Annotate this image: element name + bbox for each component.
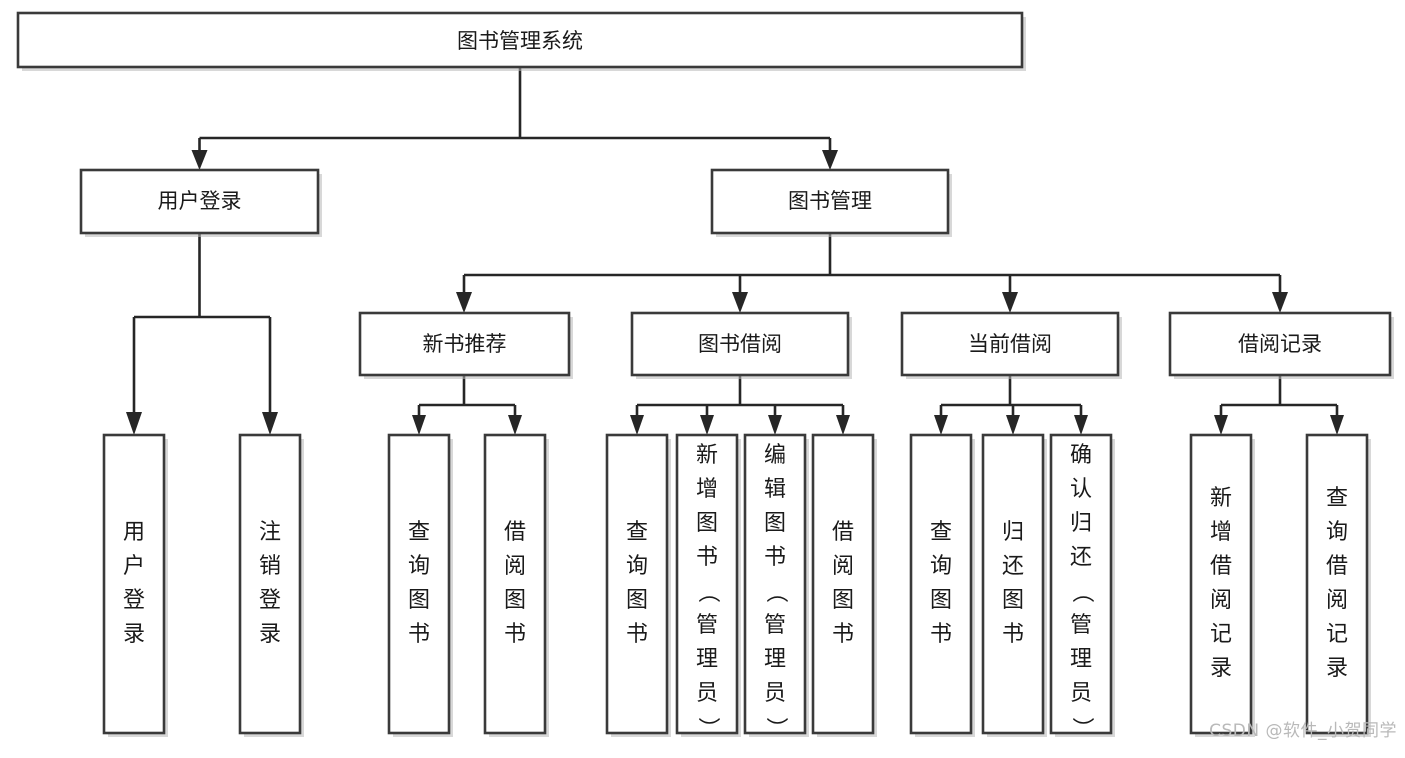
csdn-watermark: CSDN @软件_小贺同学 xyxy=(1209,721,1397,741)
borrow-record-box[interactable] xyxy=(1168,311,1392,377)
book-manage-label: 图书管理 xyxy=(788,189,872,213)
leaf-add-record-box[interactable] xyxy=(1189,433,1253,735)
root-box[interactable] xyxy=(16,11,1024,69)
leaf-query-record-box[interactable] xyxy=(1305,433,1369,735)
leaf-return-book-box[interactable] xyxy=(981,433,1045,735)
arrow-to-leaf-query-book-1 xyxy=(412,415,426,435)
arrow-to-book-borrow xyxy=(732,292,748,313)
arrow-to-leaf-edit-book xyxy=(768,415,782,435)
leaf-query-book-3-box[interactable] xyxy=(909,433,973,735)
book-borrow-box[interactable] xyxy=(630,311,850,377)
node-book-borrow[interactable]: 图书借阅 xyxy=(630,311,852,379)
node-book-manage[interactable]: 图书管理 xyxy=(710,168,952,237)
arrow-to-leaf-borrow-book-1 xyxy=(508,415,522,435)
arrow-to-leaf-query-book-3 xyxy=(934,415,948,435)
arrow-to-leaf-user-login xyxy=(126,412,142,435)
arrow-to-leaf-query-record xyxy=(1330,415,1344,435)
user-login-label: 用户登录 xyxy=(158,189,242,213)
user-login-box[interactable] xyxy=(79,168,320,235)
node-new-book-rec[interactable]: 新书推荐 xyxy=(358,311,573,379)
leaf-query-book-1-box[interactable] xyxy=(387,433,451,735)
new-book-rec-label: 新书推荐 xyxy=(423,332,507,356)
arrow-to-leaf-borrow-book-2 xyxy=(836,415,850,435)
arrow-to-leaf-confirm-return xyxy=(1074,415,1088,435)
book-borrow-label: 图书借阅 xyxy=(698,332,782,356)
root-label: 图书管理系统 xyxy=(457,29,583,53)
node-borrow-record[interactable]: 借阅记录 xyxy=(1168,311,1394,379)
arrow-to-borrow-record xyxy=(1272,292,1288,313)
arrow-to-leaf-query-book-2 xyxy=(630,415,644,435)
leaf-borrow-book-1-box[interactable] xyxy=(483,433,547,735)
node-user-login[interactable]: 用户登录 xyxy=(79,168,322,237)
current-borrow-label: 当前借阅 xyxy=(968,332,1052,356)
arrow-to-user-login xyxy=(191,150,208,170)
leaf-user-login-box[interactable] xyxy=(102,433,166,735)
arrow-to-leaf-add-record xyxy=(1214,415,1228,435)
leaf-user-logout-box[interactable] xyxy=(238,433,302,735)
borrow-record-label: 借阅记录 xyxy=(1238,332,1322,356)
current-borrow-box[interactable] xyxy=(900,311,1120,377)
book-manage-box[interactable] xyxy=(710,168,950,235)
arrow-to-leaf-add-book xyxy=(700,415,714,435)
leaf-edit-book-box[interactable] xyxy=(743,433,807,735)
leaf-add-book-box[interactable] xyxy=(675,433,739,735)
arrow-to-book-manage xyxy=(822,150,838,170)
arrow-to-current-borrow xyxy=(1002,292,1018,313)
arrow-to-leaf-return-book xyxy=(1006,415,1020,435)
leaf-borrow-book-2-box[interactable] xyxy=(811,433,875,735)
arrow-to-leaf-user-logout xyxy=(262,412,278,435)
leaf-confirm-return-box[interactable] xyxy=(1049,433,1113,735)
edge-layer xyxy=(126,67,1344,435)
arrow-to-new-book-rec xyxy=(456,292,472,313)
leaf-query-book-2-box[interactable] xyxy=(605,433,669,735)
node-current-borrow[interactable]: 当前借阅 xyxy=(900,311,1122,379)
node-root[interactable]: 图书管理系统 xyxy=(16,11,1026,71)
leaf-box-layer xyxy=(102,433,1371,737)
new-book-rec-box[interactable] xyxy=(358,311,571,377)
